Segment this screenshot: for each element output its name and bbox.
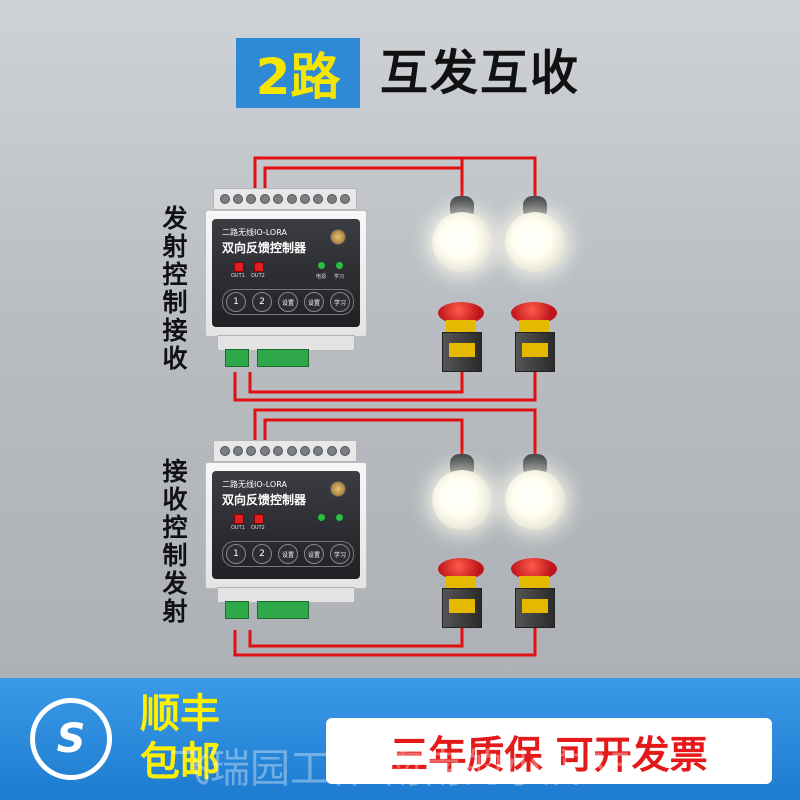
out2-led [254,514,264,524]
screw-icon [273,446,284,456]
control-panel: 二路无线IO-LORA 双向反馈控制器 OUT1 OUT2 电源 学习 1 2 … [212,219,360,327]
screw-icon [286,194,297,204]
power-led [318,514,325,521]
device-name: 双向反馈控制器 [222,493,307,507]
wire [248,620,464,648]
out2-led [254,262,264,272]
screw-icon [300,194,311,204]
device-model: 二路无线IO-LORA [222,228,287,237]
page-title: 互发互收 [380,45,581,101]
light-bulb-icon [505,196,565,276]
wire [263,418,464,460]
screw-icon [259,446,270,456]
controller-device-bottom: 二路无线IO-LORA 双向反馈控制器 OUT1 OUT2 1 2 设置 设置 … [205,440,367,620]
wire [233,620,537,657]
screw-icon [286,446,297,456]
key-2-button[interactable]: 2 [252,544,272,564]
screw-icon [300,446,311,456]
screw-icon [273,194,284,204]
light-bulb-icon [432,454,492,534]
wire [233,360,537,402]
keypad: 1 2 设置 设置 学习 [222,541,354,567]
terminal-block-top [213,440,357,462]
setting-4-button[interactable]: 设置 [304,292,324,312]
top-side-label: 发射控制接收 [162,204,188,373]
learn-led [336,262,343,269]
sf-line2: 包邮 [140,739,220,785]
learn-label: 学习 [334,274,345,280]
out2-label: OUT2 [251,525,265,531]
antenna-icon [330,229,346,245]
screw-icon [313,446,324,456]
learn-button[interactable]: 学习 [330,292,350,312]
screw-icon [340,446,351,456]
sf-express-logo-icon: S [30,698,112,780]
free-shipping-text: 顺丰 包邮 [140,690,220,786]
green-terminal [257,601,309,619]
power-led [318,262,325,269]
screw-icon [326,194,337,204]
out1-led [234,514,244,524]
learn-led [336,514,343,521]
learn-button[interactable]: 学习 [330,544,350,564]
setting-3-button[interactable]: 设置 [278,292,298,312]
screw-icon [326,446,337,456]
wire [248,360,464,394]
controller-device-top: 二路无线IO-LORA 双向反馈控制器 OUT1 OUT2 电源 学习 1 2 … [205,188,367,368]
out1-label: OUT1 [231,273,245,279]
channel-badge: 2路 [236,38,360,108]
screw-icon [219,446,230,456]
out1-label: OUT1 [231,525,245,531]
screw-icon [313,194,324,204]
out1-led [234,262,244,272]
wire [253,156,537,200]
bottom-side-label: 接收控制发射 [162,457,188,626]
out2-label: OUT2 [251,273,265,279]
emergency-stop-icon [438,302,484,372]
device-body: 二路无线IO-LORA 双向反馈控制器 OUT1 OUT2 电源 学习 1 2 … [205,210,367,337]
screw-icon [233,194,244,204]
screw-icon [246,446,257,456]
sf-line1: 顺丰 [140,691,220,737]
antenna-icon [330,481,346,497]
watermark: 飞瑞园工作 南南的小店55 [170,746,634,792]
title-bar: 2路 互发互收 [0,38,800,108]
power-label: 电源 [316,274,327,280]
screw-icon [219,194,230,204]
wire [253,408,537,460]
emergency-stop-icon [511,558,557,628]
promo-footer: S 顺丰 包邮 三年质保 可开发票 飞瑞园工作 南南的小店55 [0,678,800,800]
setting-3-button[interactable]: 设置 [278,544,298,564]
emergency-stop-icon [511,302,557,372]
device-name: 双向反馈控制器 [222,241,307,255]
green-terminal [257,349,309,367]
screw-icon [246,194,257,204]
device-body: 二路无线IO-LORA 双向反馈控制器 OUT1 OUT2 1 2 设置 设置 … [205,462,367,589]
key-1-button[interactable]: 1 [226,292,246,312]
terminal-block-top [213,188,357,210]
emergency-stop-icon [438,558,484,628]
warranty-banner: 三年质保 可开发票 [326,718,772,784]
light-bulb-icon [505,454,565,534]
screw-icon [233,446,244,456]
setting-4-button[interactable]: 设置 [304,544,324,564]
light-bulb-icon [432,196,492,276]
green-terminal [225,601,249,619]
key-2-button[interactable]: 2 [252,292,272,312]
green-terminal [225,349,249,367]
control-panel: 二路无线IO-LORA 双向反馈控制器 OUT1 OUT2 1 2 设置 设置 … [212,471,360,579]
screw-icon [340,194,351,204]
key-1-button[interactable]: 1 [226,544,246,564]
keypad: 1 2 设置 设置 学习 [222,289,354,315]
device-model: 二路无线IO-LORA [222,480,287,489]
screw-icon [259,194,270,204]
